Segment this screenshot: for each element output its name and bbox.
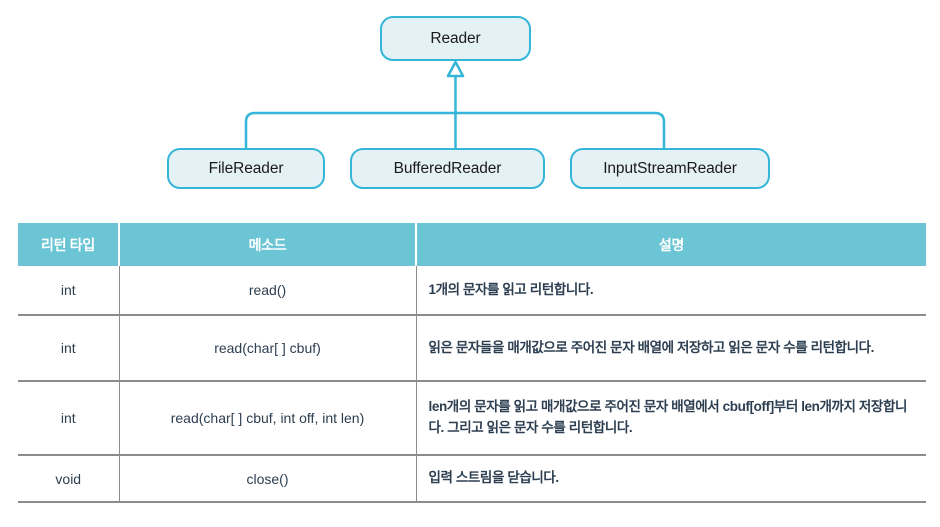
uml-node-label: InputStreamReader: [603, 159, 737, 177]
cell-method: read(char[ ] cbuf): [119, 315, 417, 381]
table-header-row: 리턴 타입 메소드 설명: [18, 223, 926, 266]
uml-class-diagram: Reader FileReader BufferedReader InputSt…: [0, 0, 940, 210]
table-body: int read() 1개의 문자를 읽고 리턴합니다. int read(ch…: [18, 266, 926, 502]
cell-return-type: int: [18, 381, 120, 455]
table-header: 리턴 타입 메소드 설명: [18, 223, 926, 266]
column-header-method: 메소드: [119, 223, 417, 266]
column-header-description: 설명: [416, 223, 926, 266]
generalization-arrow-icon: [446, 60, 465, 78]
table-row: int read(char[ ] cbuf) 읽은 문자들을 매개값으로 주어진…: [18, 315, 926, 381]
reader-method-table: 리턴 타입 메소드 설명 int read() 1개의 문자를 읽고 리턴합니다…: [18, 223, 926, 503]
table-row: int read(char[ ] cbuf, int off, int len)…: [18, 381, 926, 455]
uml-node-filereader[interactable]: FileReader: [167, 148, 325, 189]
uml-node-label: Reader: [430, 29, 481, 47]
cell-return-type: void: [18, 455, 120, 502]
uml-node-bufferedreader[interactable]: BufferedReader: [350, 148, 545, 189]
cell-method: read(char[ ] cbuf, int off, int len): [119, 381, 417, 455]
uml-connector-lines: [244, 60, 666, 148]
cell-return-type: int: [18, 315, 120, 381]
cell-description: len개의 문자를 읽고 매개값으로 주어진 문자 배열에서 cbuf[off]…: [428, 399, 908, 435]
table-row: int read() 1개의 문자를 읽고 리턴합니다.: [18, 266, 926, 315]
uml-node-label: FileReader: [208, 159, 284, 177]
cell-description: 입력 스트림을 닫습니다.: [428, 470, 560, 486]
uml-node-label: BufferedReader: [393, 159, 502, 177]
cell-description: 읽은 문자들을 매개값으로 주어진 문자 배열에 저장하고 읽은 문자 수를 리…: [428, 339, 875, 355]
uml-node-reader[interactable]: Reader: [380, 16, 531, 61]
cell-method: close(): [119, 455, 417, 502]
column-header-return-type: 리턴 타입: [18, 223, 120, 266]
table-row: void close() 입력 스트림을 닫습니다.: [18, 455, 926, 502]
cell-description: 1개의 문자를 읽고 리턴합니다.: [428, 281, 594, 297]
cell-method: read(): [119, 266, 417, 315]
cell-return-type: int: [18, 266, 120, 315]
uml-node-inputstreamreader[interactable]: InputStreamReader: [570, 148, 770, 189]
